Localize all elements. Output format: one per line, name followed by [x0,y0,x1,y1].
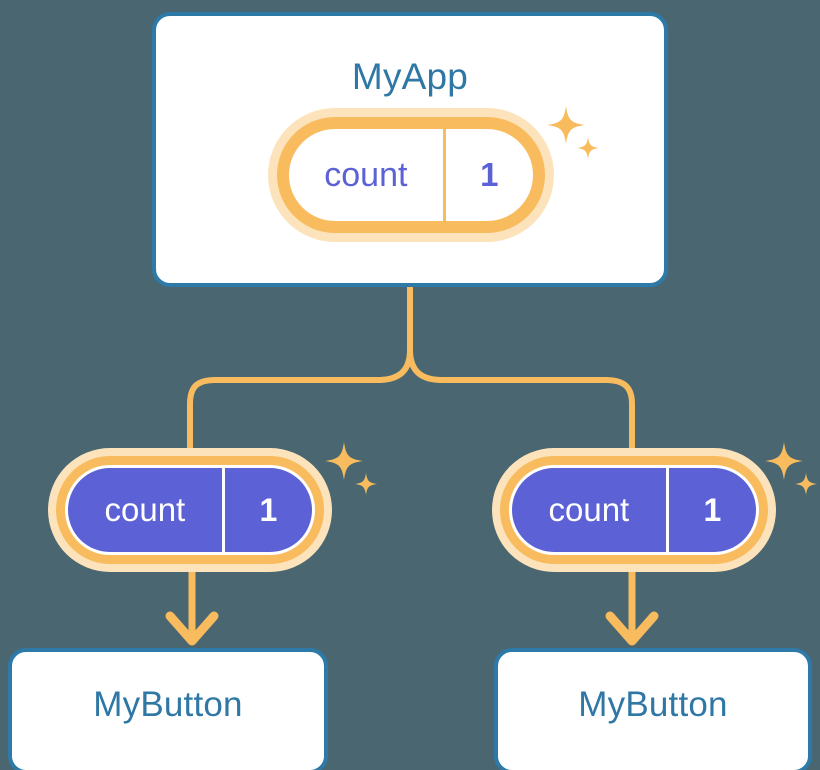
arrow-right [605,568,659,646]
state-pill-right[interactable]: count 1 [492,448,776,572]
state-pill-myapp[interactable]: count 1 [268,108,554,242]
state-pill-left[interactable]: count 1 [48,448,332,572]
arrow-left [165,568,219,646]
state-value: 1 [221,468,312,552]
myapp-title: MyApp [351,56,469,97]
state-key: count [324,155,408,194]
branch-connector [187,284,635,523]
mybutton-title: MyButton [93,685,243,724]
state-key: count [548,491,630,528]
pill-body: count 1 [289,129,533,221]
mybutton-title: MyButton [578,685,728,724]
mybutton-card-left[interactable]: MyButton [8,648,328,770]
state-value: 1 [442,129,533,221]
state-value: 1 [665,468,756,552]
state-key: count [104,491,186,528]
pill-body: count 1 [509,465,759,555]
mybutton-card-right[interactable]: MyButton [494,648,812,770]
pill-body: count 1 [65,465,315,555]
